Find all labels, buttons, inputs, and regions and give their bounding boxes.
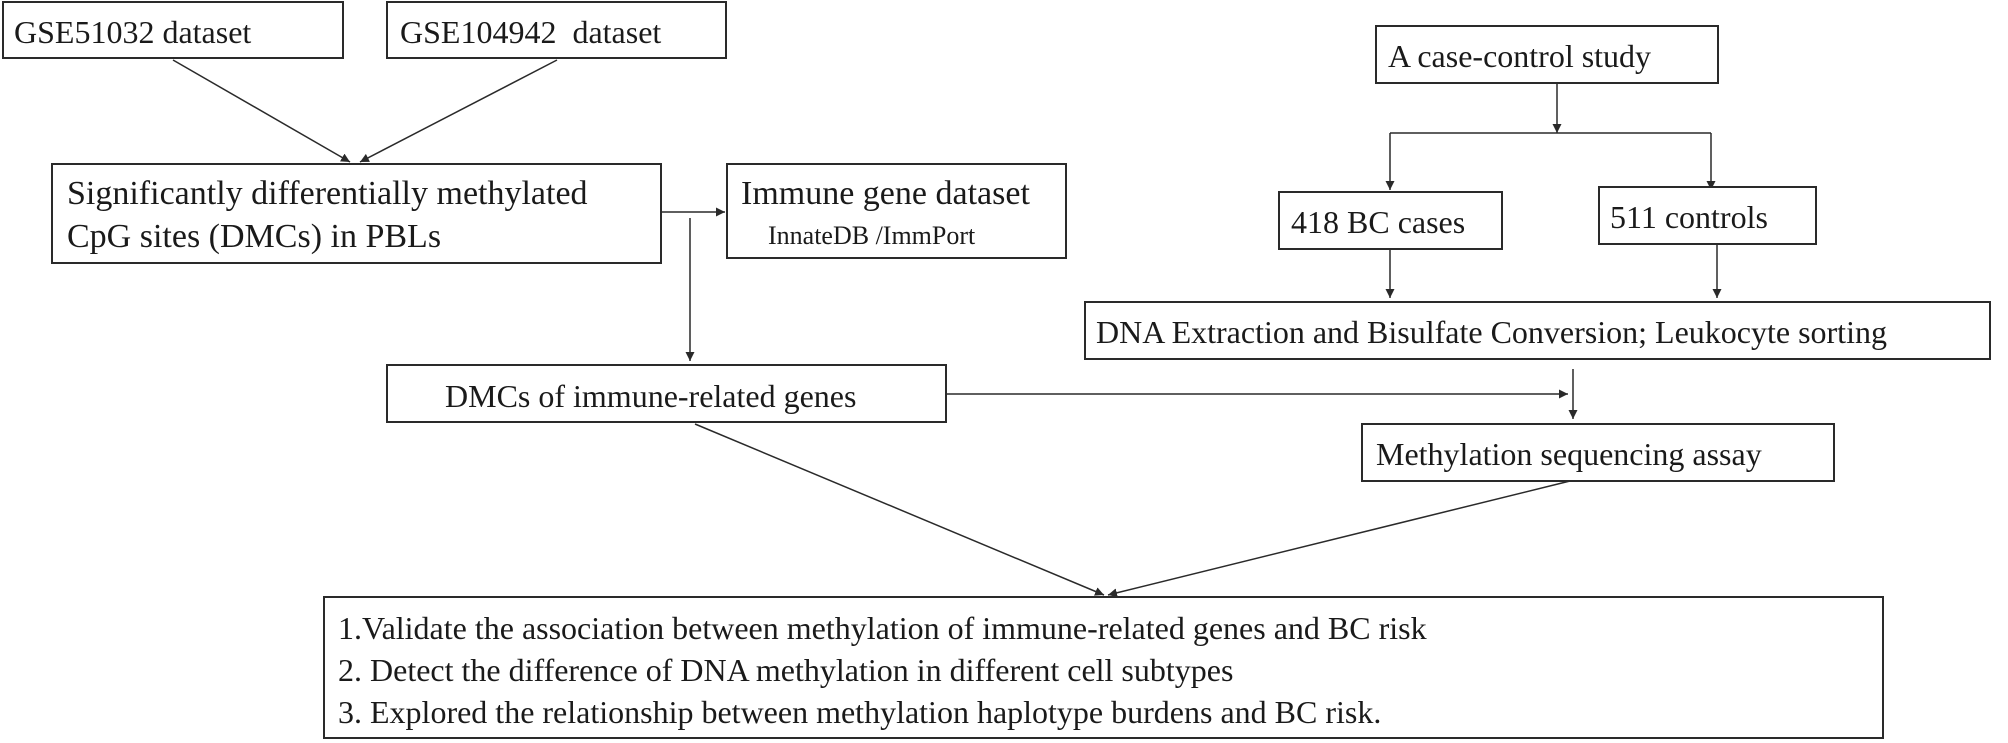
- dmcs-immune-related-box: DMCs of immune-related genes: [386, 364, 947, 423]
- outcome-item-1: 1.Validate the association between methy…: [338, 610, 1427, 646]
- outcomes-box: 1.Validate the association between methy…: [323, 596, 1884, 739]
- arrow-gse104942-to-dmcs: [359, 59, 558, 163]
- bc-cases-label: 418 BC cases: [1291, 204, 1466, 240]
- dna-extraction-box: DNA Extraction and Bisulfate Conversion;…: [1084, 301, 1991, 360]
- dmcs-box: Significantly differentially methylated …: [51, 163, 662, 264]
- outcome-item-2: 2. Detect the difference of DNA methylat…: [338, 652, 1234, 688]
- gse51032-label: GSE51032 dataset: [14, 14, 252, 50]
- dmcs-label-line2: CpG sites (DMCs) in PBLs: [67, 218, 442, 255]
- outcome-item-3: 3. Explored the relationship between met…: [338, 694, 1382, 730]
- immune-gene-dataset-title: Immune gene dataset: [741, 175, 1030, 212]
- gse104942-label: GSE104942 dataset: [400, 14, 662, 50]
- arrow-gse51032-to-dmcs: [172, 59, 351, 163]
- methylation-assay-box: Methylation sequencing assay: [1361, 423, 1835, 482]
- controls-box: 511 controls: [1598, 186, 1817, 245]
- methylation-assay-label: Methylation sequencing assay: [1376, 436, 1762, 472]
- arrow-assay-to-outcomes: [1107, 480, 1571, 598]
- immune-gene-dataset-box: Immune gene dataset InnateDB /ImmPort: [726, 163, 1067, 259]
- bc-cases-box: 418 BC cases: [1278, 191, 1503, 250]
- gse104942-box: GSE104942 dataset: [386, 1, 727, 59]
- dna-extraction-label: DNA Extraction and Bisulfate Conversion;…: [1096, 314, 1887, 350]
- case-control-label: A case-control study: [1388, 38, 1652, 74]
- gse51032-box: GSE51032 dataset: [2, 1, 344, 59]
- dmcs-label-line1: Significantly differentially methylated: [67, 175, 588, 212]
- arrow-immune-related-to-outcomes: [694, 423, 1105, 596]
- immune-gene-dataset-sources: InnateDB /ImmPort: [768, 221, 976, 250]
- controls-label: 511 controls: [1610, 199, 1768, 235]
- case-control-box: A case-control study: [1375, 25, 1719, 84]
- dmcs-immune-related-label: DMCs of immune-related genes: [445, 378, 857, 414]
